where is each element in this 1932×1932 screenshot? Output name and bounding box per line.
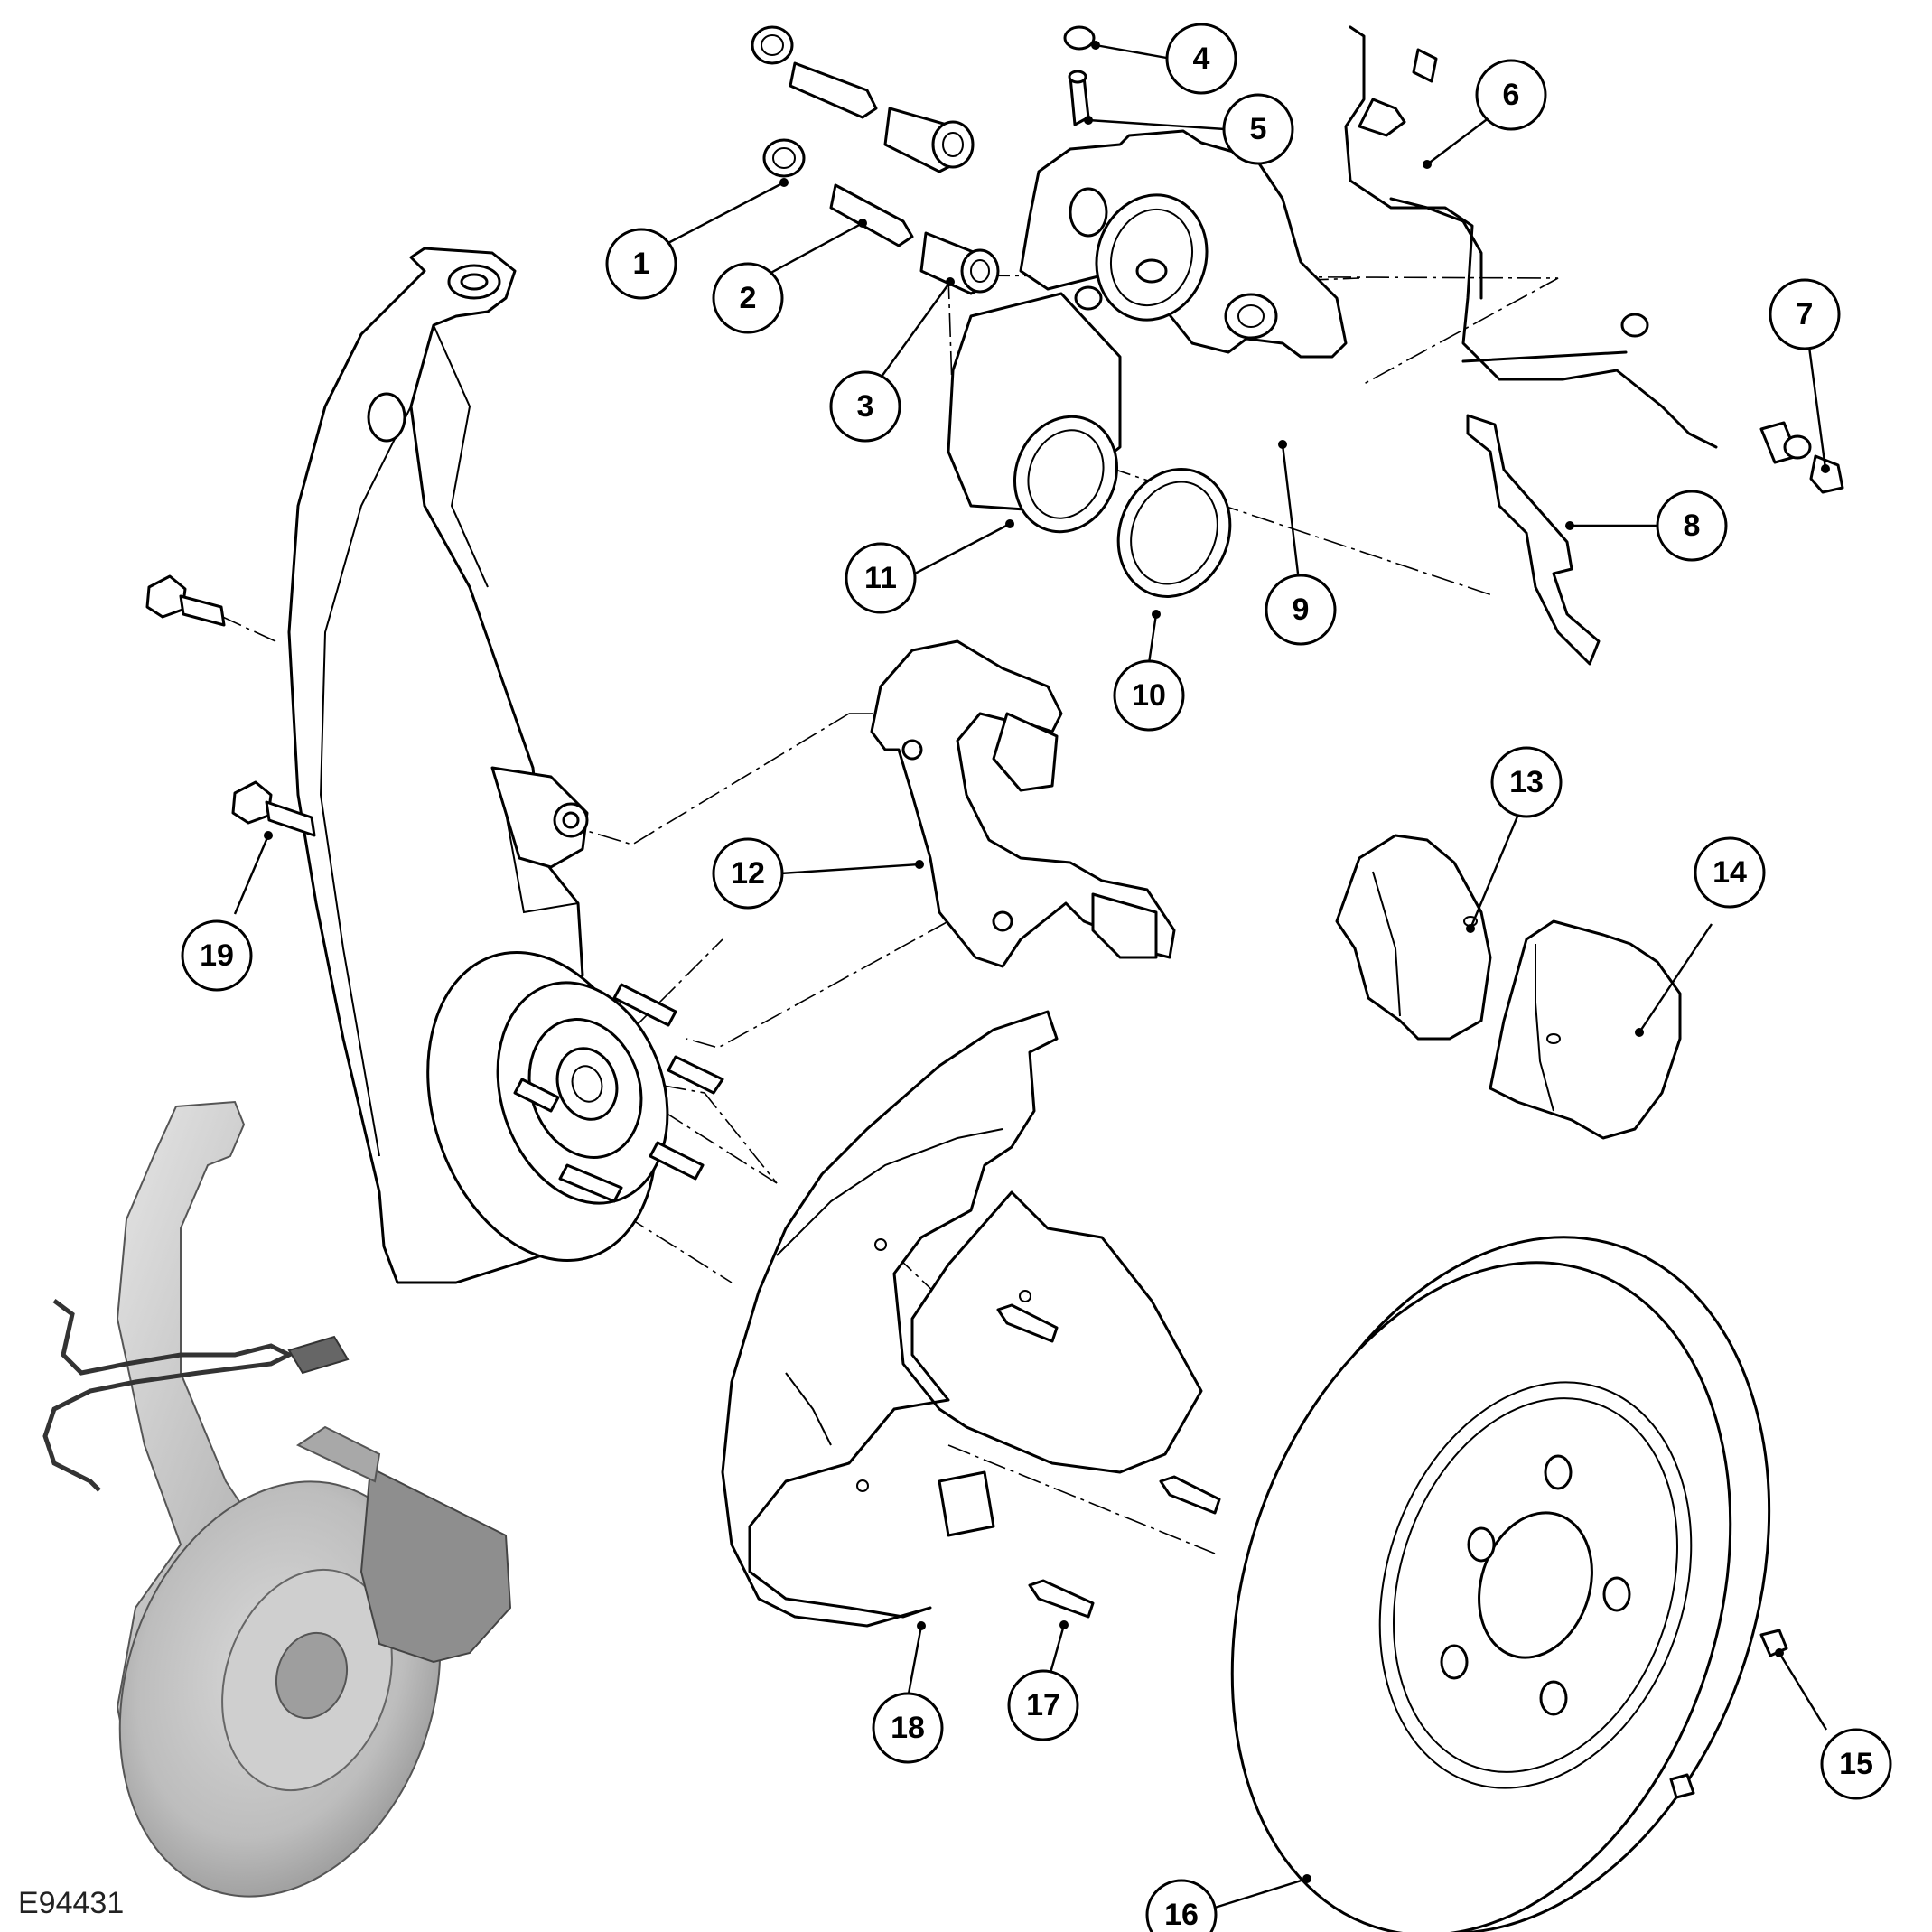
callout-12-label: 12 [731,856,765,891]
callout-17-label: 17 [1026,1688,1060,1722]
callout-18-label: 18 [891,1711,925,1745]
bleed-screw-cap [1063,25,1096,51]
callout-4: 4 [1165,23,1237,95]
callout-17: 17 [1007,1669,1079,1741]
brake-hose [1344,25,1799,464]
callout-18: 18 [872,1692,944,1764]
callout-13-label: 13 [1509,765,1544,799]
guide-pin [829,183,914,247]
callout-1: 1 [605,228,677,300]
figure-id: E94431 [18,1886,125,1920]
callout-8-label: 8 [1684,509,1701,543]
callout-10-label: 10 [1132,678,1166,713]
shield-bolts [996,1303,1221,1619]
callout-7-label: 7 [1797,297,1814,331]
guide-pin-boot-upper [751,25,794,65]
piston-seal [1116,468,1232,598]
caliper-carrier [870,639,1176,968]
callout-3-label: 3 [857,389,874,424]
brake-disc [1230,1236,1771,1932]
callout-5: 5 [1222,93,1294,165]
callout-1-label: 1 [633,247,650,281]
callout-7: 7 [1769,278,1841,350]
caliper-housing [1019,129,1348,359]
callout-2-label: 2 [740,281,757,315]
leader-dots [264,41,1830,1883]
callout-8: 8 [1656,490,1728,562]
brake-disc-shield [721,1010,1203,1628]
inner-brake-pad [1335,834,1492,1041]
callout-12: 12 [712,837,784,910]
callout-9: 9 [1265,574,1337,646]
knuckle-bolt-lower [231,780,316,837]
caliper-piston [947,292,1122,534]
guide-pin-upper [789,61,878,119]
callout-11: 11 [845,542,917,614]
knuckle-bolt-upper [145,574,226,627]
anti-rattle-spring [1466,414,1601,666]
callout-19: 19 [181,919,253,992]
callout-14-label: 14 [1713,855,1747,890]
callout-4-label: 4 [1193,42,1210,76]
callout-3: 3 [829,370,901,443]
hose-union-bolt [1620,313,1844,494]
guide-pin-bushing [919,231,1000,295]
callout-15-label: 15 [1839,1747,1873,1781]
callout-19-label: 19 [200,938,234,973]
outer-brake-pad [1489,919,1682,1140]
callout-11-label: 11 [864,561,897,595]
callout-10: 10 [1113,659,1185,732]
callout-14: 14 [1694,836,1766,909]
callout-5-label: 5 [1250,112,1267,146]
callout-6: 6 [1475,59,1547,131]
guide-pin-boot [762,138,806,178]
callout-16: 16 [1145,1879,1218,1932]
callout-13: 13 [1490,746,1563,818]
callout-15: 15 [1820,1728,1892,1800]
assembled-view-inset [42,1100,512,1898]
callout-16-label: 16 [1164,1898,1199,1932]
callout-6-label: 6 [1503,78,1520,112]
callout-2: 2 [712,262,784,334]
wheel-hub [426,950,724,1263]
guide-pin-bushing-upper [883,107,975,173]
callout-9-label: 9 [1293,593,1310,627]
wheel-studs [513,983,724,1203]
